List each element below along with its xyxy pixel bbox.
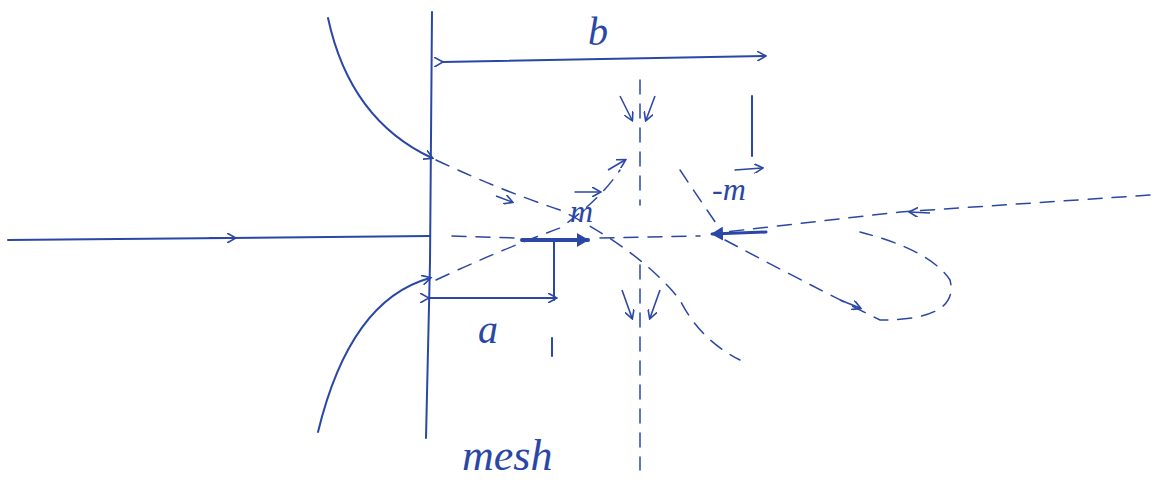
part-label: mesh [462,432,552,480]
dimension-label: b [588,10,608,54]
dimension-a [428,297,556,299]
tick-a [551,338,553,356]
field-arrow [210,237,235,239]
field-line [8,236,430,240]
vector-arrow [735,168,762,170]
field-line [328,18,432,158]
tick-a [553,240,555,300]
vector-arrow [575,191,600,193]
vector-label: -m [712,172,746,207]
dipole-minus-m [712,232,766,234]
vector-label: m [570,194,593,229]
mesh-line [426,12,432,438]
dimension-b [442,56,765,62]
field-line [318,278,430,432]
tick-b [751,96,753,156]
dimension-label: a [478,308,498,352]
dashed-field-lines [436,80,1150,470]
